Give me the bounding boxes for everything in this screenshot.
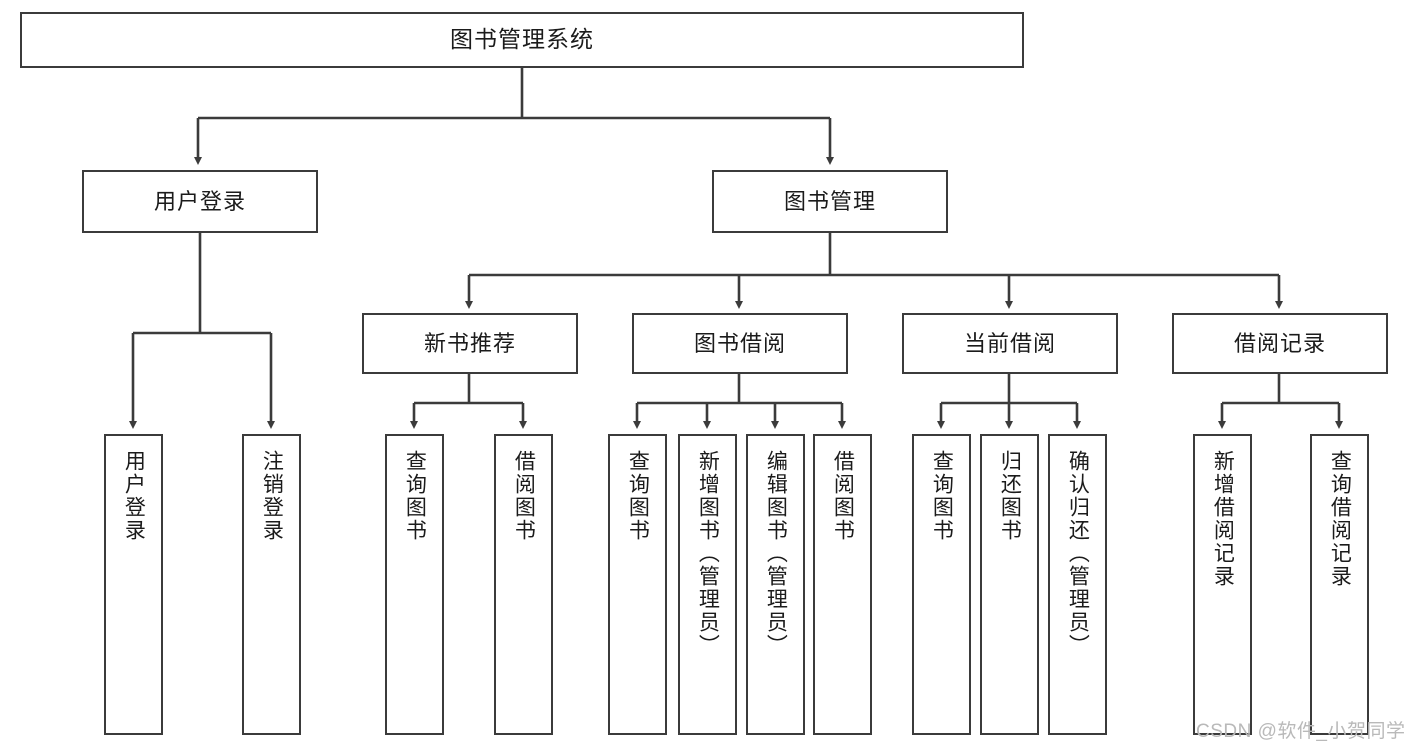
leaf-borrow-borrow-book[interactable]: 借阅图书 bbox=[813, 434, 872, 735]
node-label: 借阅记录 bbox=[1233, 330, 1326, 356]
node-label: 图书借阅 bbox=[693, 330, 786, 356]
node-label: 查询图书 bbox=[403, 450, 427, 542]
node-root-system[interactable]: 图书管理系统 bbox=[20, 12, 1024, 68]
node-label: 注销登录 bbox=[260, 450, 284, 542]
node-label: 借阅图书 bbox=[512, 450, 536, 542]
watermark-csdn: CSDN @软件_小贺同学 bbox=[1196, 721, 1405, 742]
node-label: 查询图书 bbox=[626, 450, 650, 542]
leaf-record-query[interactable]: 查询借阅记录 bbox=[1310, 434, 1369, 735]
node-label: 当前借阅 bbox=[963, 330, 1056, 356]
leaf-current-query-book[interactable]: 查询图书 bbox=[912, 434, 971, 735]
node-label: 用户登录 bbox=[122, 450, 146, 542]
node-label: 查询借阅记录 bbox=[1328, 450, 1352, 588]
leaf-current-return-book[interactable]: 归还图书 bbox=[980, 434, 1039, 735]
node-label: 编辑图书（管理员） bbox=[764, 450, 788, 657]
node-borrow-record[interactable]: 借阅记录 bbox=[1172, 313, 1388, 374]
node-label: 新书推荐 bbox=[423, 330, 516, 356]
node-label: 用户登录 bbox=[153, 188, 246, 214]
node-label: 新增借阅记录 bbox=[1211, 450, 1235, 588]
leaf-record-add[interactable]: 新增借阅记录 bbox=[1193, 434, 1252, 735]
node-current-borrow[interactable]: 当前借阅 bbox=[902, 313, 1118, 374]
leaf-borrow-edit-book[interactable]: 编辑图书（管理员） bbox=[746, 434, 805, 735]
node-label: 确认归还（管理员） bbox=[1066, 450, 1090, 657]
leaf-user-login-logout[interactable]: 注销登录 bbox=[242, 434, 301, 735]
node-label: 归还图书 bbox=[998, 450, 1022, 542]
node-label: 借阅图书 bbox=[831, 450, 855, 542]
node-label: 新增图书（管理员） bbox=[696, 450, 720, 657]
leaf-new-book-borrow[interactable]: 借阅图书 bbox=[494, 434, 553, 735]
leaf-borrow-add-book[interactable]: 新增图书（管理员） bbox=[678, 434, 737, 735]
node-book-management[interactable]: 图书管理 bbox=[712, 170, 948, 233]
node-label: 图书管理 bbox=[783, 188, 876, 214]
node-label: 图书管理系统 bbox=[450, 26, 594, 53]
node-new-book-recommend[interactable]: 新书推荐 bbox=[362, 313, 578, 374]
leaf-user-login-login[interactable]: 用户登录 bbox=[104, 434, 163, 735]
node-user-login[interactable]: 用户登录 bbox=[82, 170, 318, 233]
node-book-borrow[interactable]: 图书借阅 bbox=[632, 313, 848, 374]
leaf-borrow-query-book[interactable]: 查询图书 bbox=[608, 434, 667, 735]
leaf-new-book-query[interactable]: 查询图书 bbox=[385, 434, 444, 735]
leaf-current-confirm-return[interactable]: 确认归还（管理员） bbox=[1048, 434, 1107, 735]
node-label: 查询图书 bbox=[930, 450, 954, 542]
